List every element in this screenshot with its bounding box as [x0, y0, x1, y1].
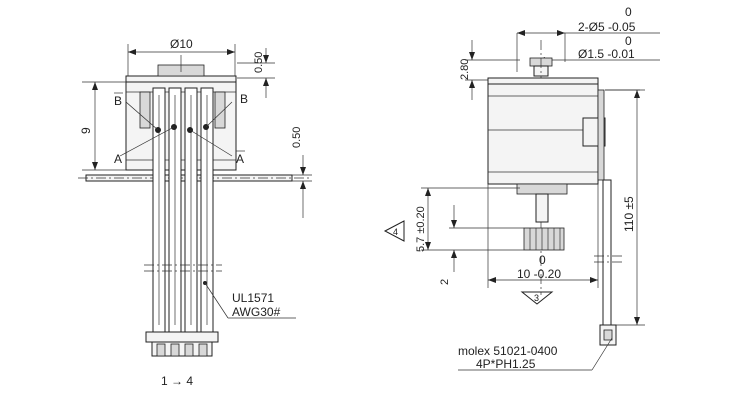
shaft-tol-upper: 0	[625, 5, 632, 19]
right-view: 0 2-Ø5 -0.05 0 Ø1.5 -0.01 2.80	[383, 5, 660, 371]
dim-10-tol-upper: 0	[539, 253, 546, 267]
label-a-left: A	[114, 152, 122, 166]
shaft2-tol-upper: 0	[625, 34, 632, 48]
dim-9-label: 9	[79, 127, 93, 134]
dim-57-label: 5.7 ±0.20	[415, 206, 427, 252]
dim-110-label: 110 ±5	[622, 196, 636, 232]
label-a-bar: A	[236, 152, 244, 166]
connector-label-1: molex 51021-0400	[458, 344, 558, 358]
dim-280-label: 2.80	[459, 59, 471, 80]
shaft-dia-label: 2-Ø5 -0.05	[578, 20, 636, 34]
diameter-10-label: Ø10	[170, 37, 193, 51]
shaft2-dia-label: Ø1.5 -0.01	[578, 47, 635, 61]
label-b-bar: B	[114, 94, 122, 108]
connector-label-2: 4P*PH1.25	[476, 357, 536, 371]
label-b: B	[240, 92, 248, 106]
wire-spec-1: UL1571	[232, 291, 274, 305]
callout-3: 3	[534, 293, 539, 303]
callout-4: 4	[393, 227, 398, 237]
wire-spec-2: AWG30#	[232, 305, 281, 319]
dim-050-top-label: 0.50	[253, 52, 265, 73]
dim-050-side-label: 0.50	[291, 127, 303, 148]
left-view: Ø10 0.50 9 0.50	[78, 37, 312, 388]
dim-10-label: 10 -0.20	[517, 267, 561, 281]
pin-order-label: 1 → 4	[161, 374, 193, 388]
dim-2-label: 2	[439, 279, 451, 285]
